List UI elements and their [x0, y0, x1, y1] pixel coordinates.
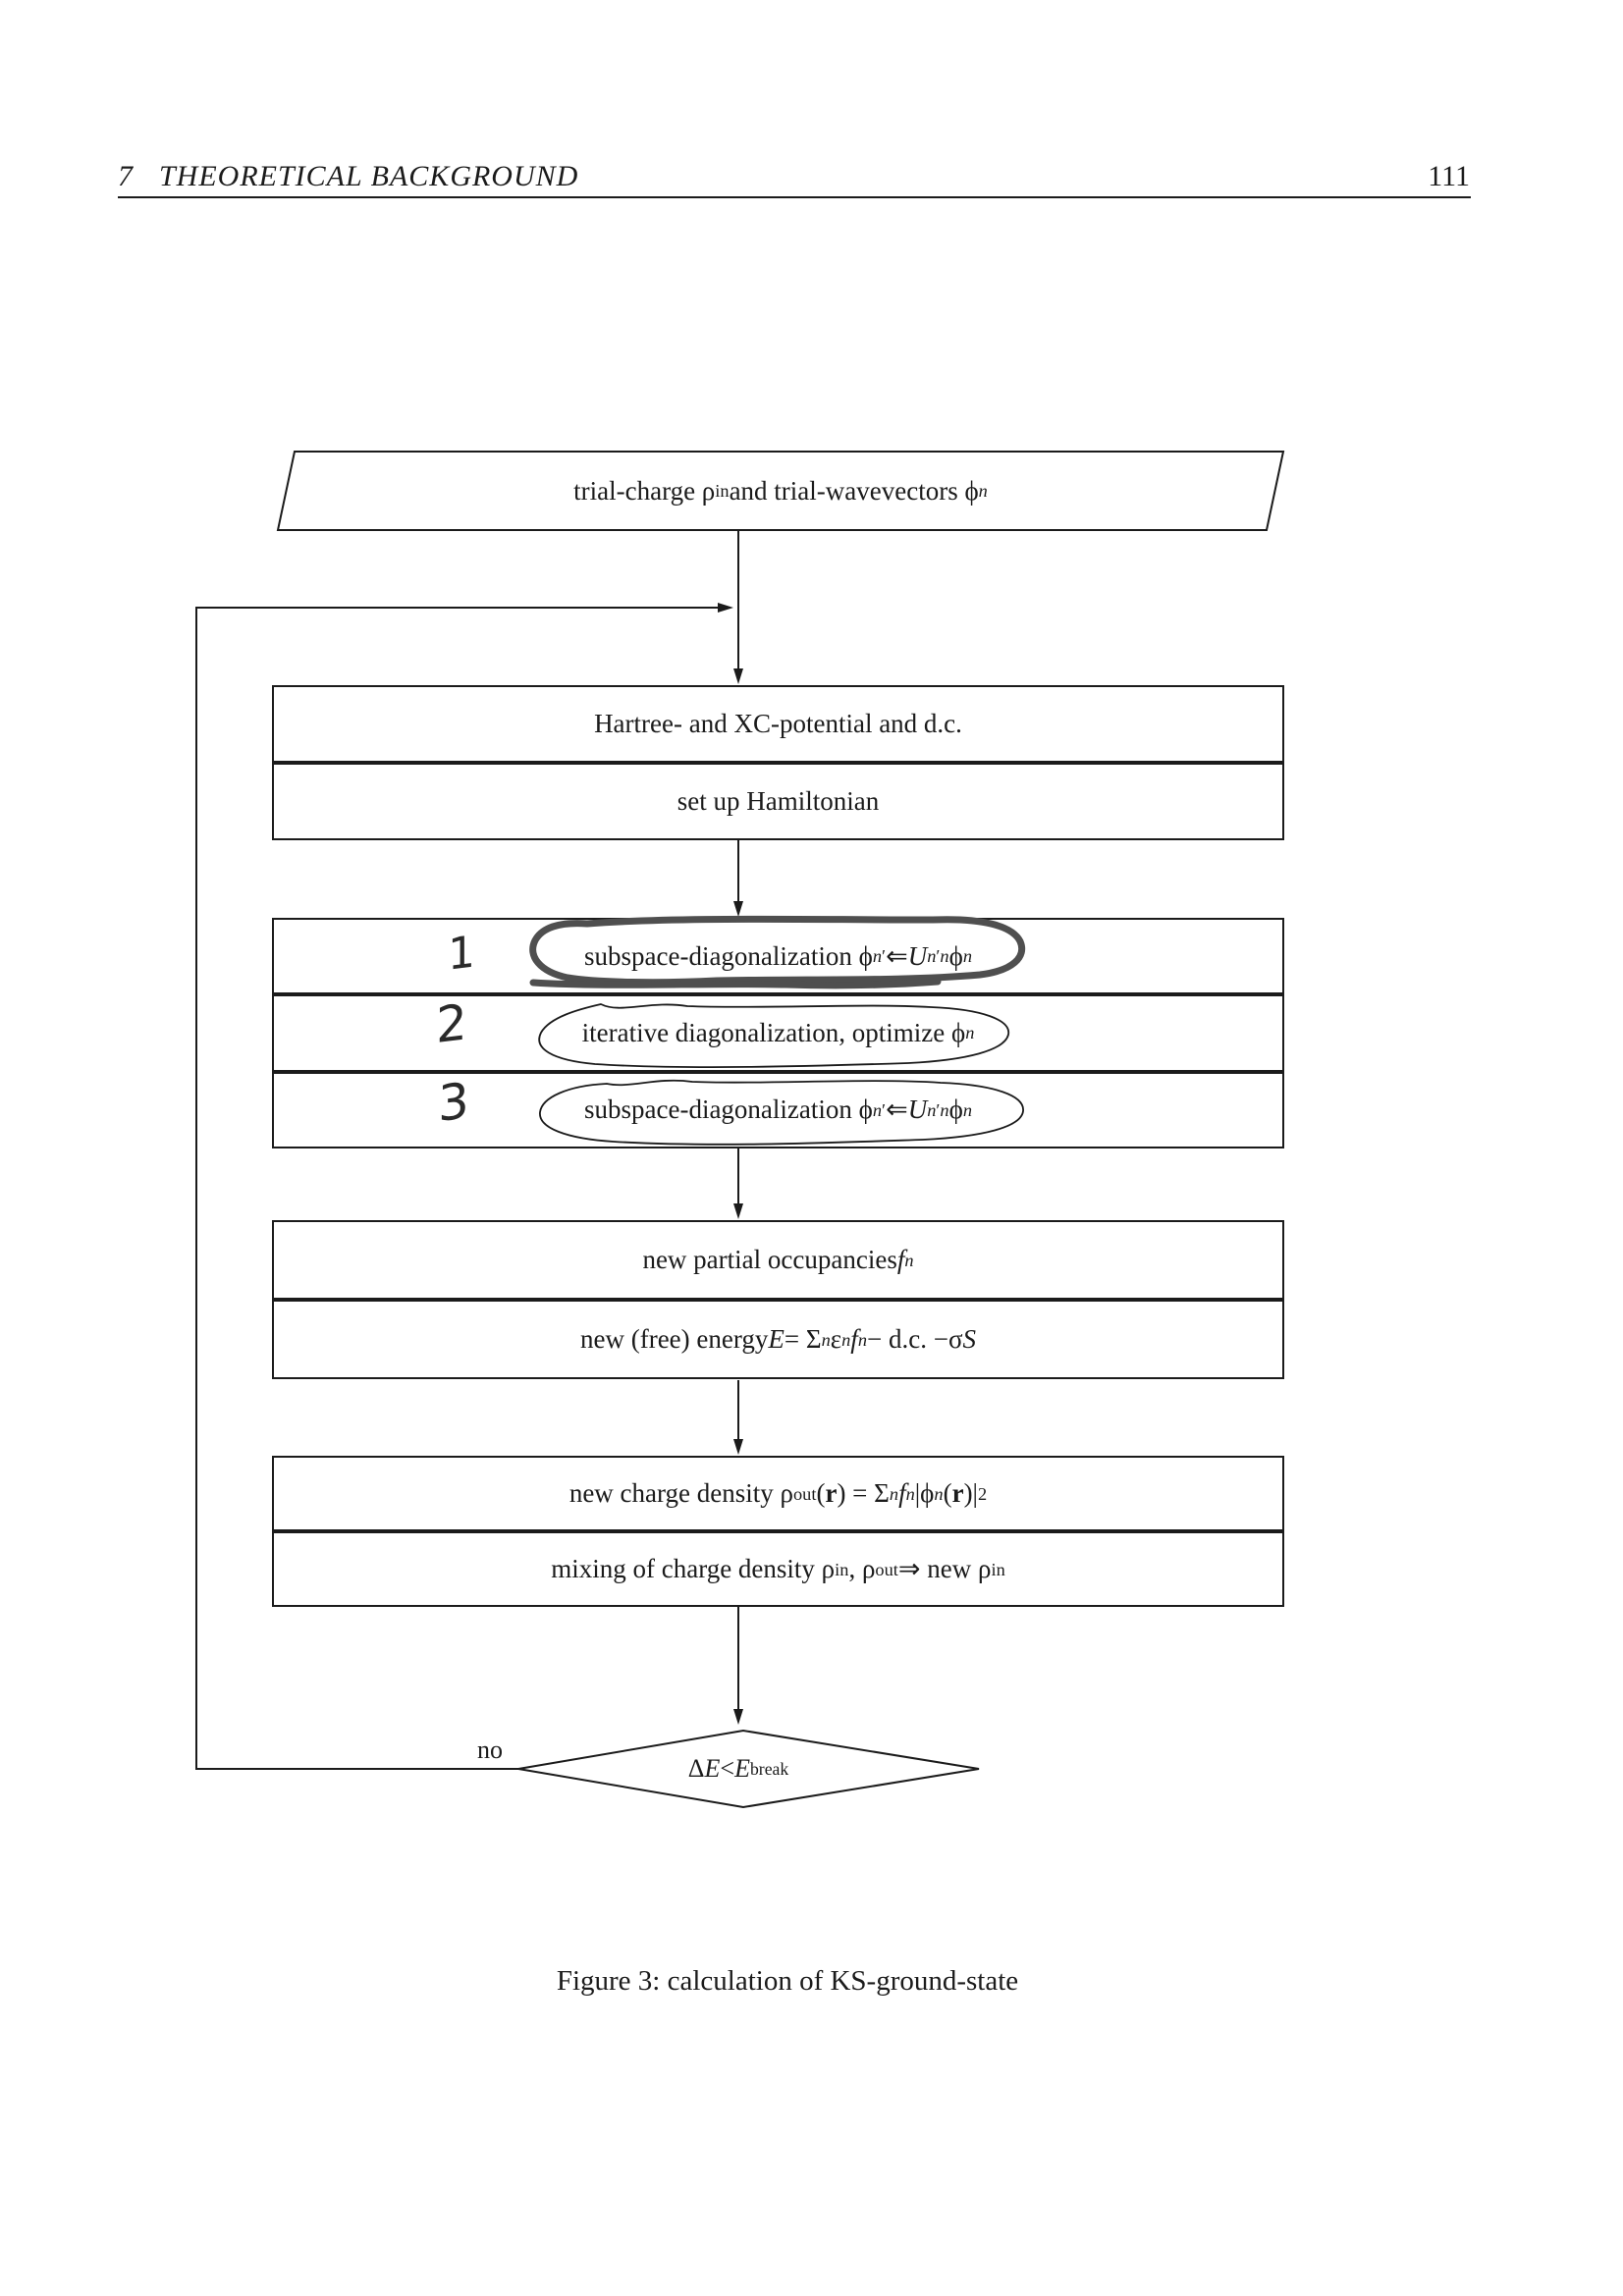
flow-arrowhead-5: [733, 1709, 743, 1725]
potential-box: Hartree- and XC-potential and d.c. set u…: [272, 685, 1284, 840]
flow-arrowhead-2: [733, 901, 743, 917]
page-number: 111: [1428, 160, 1470, 192]
figure-caption: Figure 3: calculation of KS-ground-state: [556, 1965, 1019, 1997]
flow-arrowhead-4: [733, 1439, 743, 1455]
section-title: THEORETICAL BACKGROUND: [159, 160, 579, 192]
handwritten-number-1: 1: [448, 927, 475, 981]
flow-arrowhead-3: [733, 1203, 743, 1219]
feedback-arrowhead: [718, 603, 733, 613]
no-branch-label: no: [477, 1735, 503, 1764]
handwritten-number-3: 3: [438, 1071, 469, 1134]
flow-arrowhead-1: [733, 668, 743, 684]
section-number: 7: [118, 160, 133, 192]
handwritten-number-2: 2: [436, 992, 467, 1055]
hamiltonian-row: set up Hamiltonian: [274, 761, 1282, 838]
potential-row: Hartree- and XC-potential and d.c.: [594, 709, 962, 738]
header-rule: [118, 196, 1471, 198]
